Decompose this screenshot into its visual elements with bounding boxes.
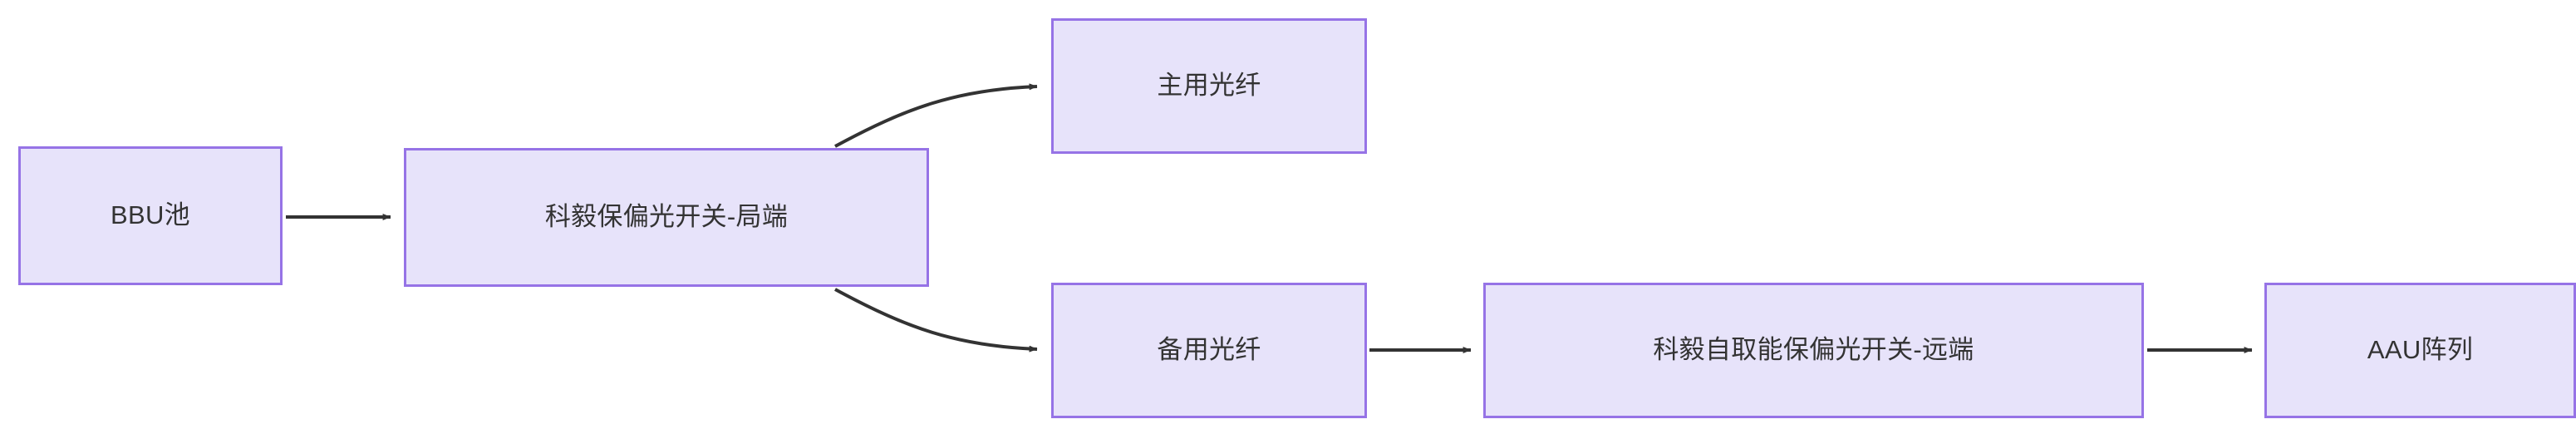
node-primary-fiber-label: 主用光纤 [1157, 71, 1261, 101]
node-backup-fiber[interactable]: 备用光纤 [1051, 283, 1367, 418]
node-switch-remote-label: 科毅自取能保偏光开关-远端 [1653, 335, 1974, 365]
node-switch-local-label: 科毅保偏光开关-局端 [544, 202, 789, 232]
edge-switch-local-to-primary-fiber [834, 83, 1038, 148]
node-bbu-pool-label: BBU池 [111, 200, 190, 230]
node-switch-remote[interactable]: 科毅自取能保偏光开关-远端 [1483, 283, 2144, 418]
node-bbu-pool[interactable]: BBU池 [18, 146, 283, 285]
edge-switch-local-to-backup-fiber [834, 288, 1038, 353]
node-primary-fiber[interactable]: 主用光纤 [1051, 18, 1367, 154]
node-aau-array-label: AAU阵列 [2367, 335, 2474, 365]
node-aau-array[interactable]: AAU阵列 [2264, 283, 2576, 418]
node-switch-local[interactable]: 科毅保偏光开关-局端 [404, 148, 929, 287]
node-backup-fiber-label: 备用光纤 [1157, 335, 1261, 365]
